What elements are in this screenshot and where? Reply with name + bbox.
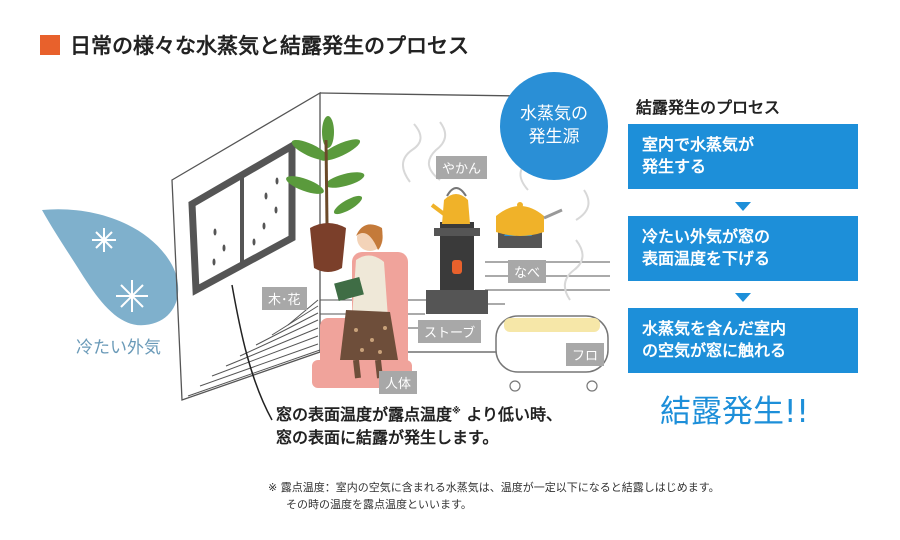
footnote: ※ 露点温度：室内の空気に含まれる水蒸気は、温度が一定以下になると結露しはじめま… <box>268 480 720 513</box>
snowflake-icon <box>116 280 148 312</box>
cold-air-label: 冷たい外気 <box>76 338 161 358</box>
tag-kettle: やかん <box>436 156 488 179</box>
title-marker-icon <box>40 35 60 55</box>
stove-icon <box>426 222 488 314</box>
tag-bath: フロ <box>566 343 605 366</box>
kettle-icon <box>430 187 470 224</box>
statement-line1-b: より低い時、 <box>460 405 563 424</box>
plant-icon <box>286 116 365 272</box>
floor-lines <box>187 261 610 397</box>
pot-icon <box>496 202 563 248</box>
snowflake-icon <box>92 228 116 252</box>
process-heading: 結露発生のプロセス <box>636 98 781 117</box>
tag-pot: なべ <box>508 260 547 283</box>
statement-line1-a: 窓の表面温度が露点温度 <box>276 405 453 424</box>
cold-air-shape <box>42 209 179 326</box>
statement-line2: 窓の表面に結露が発生します。 <box>276 428 499 448</box>
process-step-2: 冷たい外気が窓の 表面温度を下げる <box>628 216 858 281</box>
tag-plants: 木･花 <box>262 287 307 310</box>
footnote-mark: ※ <box>452 406 461 417</box>
tag-stove: ストーブ <box>418 320 482 343</box>
result-text: 結露発生!! <box>660 394 809 430</box>
process-step-2-line2: 表面温度を下げる <box>642 249 771 269</box>
arrow-down-icon <box>735 202 751 211</box>
process-step-1-line1: 室内で水蒸気が <box>642 135 755 154</box>
process-step-3-line2: の空気が窓に触れる <box>642 341 787 361</box>
process-step-1-line2: 発生する <box>642 157 707 177</box>
process-step-1: 室内で水蒸気が 発生する <box>628 124 858 189</box>
vapor-source-bubble: 水蒸気の 発生源 <box>500 72 608 180</box>
arrow-down-icon <box>735 293 751 302</box>
vapor-source-line2: 発生源 <box>528 127 580 147</box>
condensation-drops <box>212 177 279 266</box>
footnote-line1: ※ 露点温度：室内の空気に含まれる水蒸気は、温度が一定以下になると結露しはじめま… <box>268 481 720 494</box>
tag-person: 人体 <box>379 371 418 394</box>
main-statement: 窓の表面温度が露点温度※ より低い時、 窓の表面に結露が発生します。 <box>276 403 562 449</box>
footnote-line2: その時の温度を露点温度といいます。 <box>286 497 472 511</box>
statement-line1: 窓の表面温度が露点温度※ より低い時、 <box>276 403 562 426</box>
process-step-3-line1: 水蒸気を含んだ室内 <box>642 319 787 338</box>
page-title: 日常の様々な水蒸気と結露発生のプロセス <box>70 34 469 58</box>
process-step-3: 水蒸気を含んだ室内 の空気が窓に触れる <box>628 308 858 373</box>
process-step-2-line1: 冷たい外気が窓の <box>642 227 771 246</box>
title-row: 日常の様々な水蒸気と結露発生のプロセス <box>40 30 469 60</box>
vapor-source-line1: 水蒸気の <box>520 104 588 125</box>
person-icon <box>334 224 398 379</box>
window <box>188 139 296 296</box>
pointer-line <box>231 284 273 421</box>
